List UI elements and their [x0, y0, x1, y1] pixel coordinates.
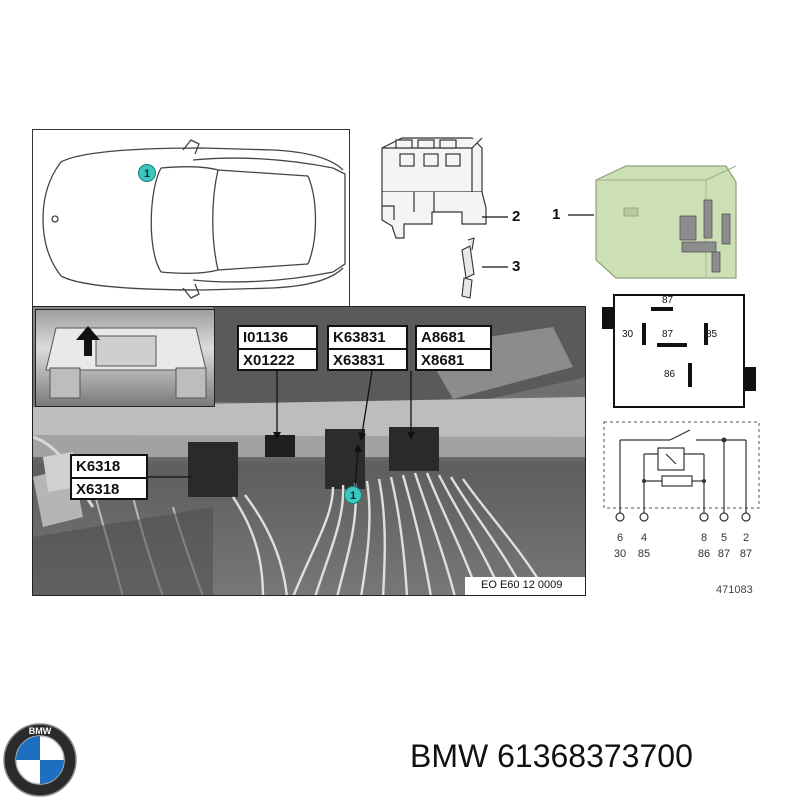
label-line: I01136 [243, 329, 289, 346]
photo-texture [33, 307, 585, 595]
schematic-top-5: 5 [720, 532, 728, 544]
label-line: X63831 [329, 348, 406, 369]
relay-schematic: 6 4 8 5 2 30 85 86 87 87 [600, 418, 765, 570]
callout-1-relay: 1 [552, 206, 561, 223]
relay-pin-86: 86 [664, 369, 676, 380]
figure-number: 471083 [716, 584, 753, 596]
car-location-panel: 1 [32, 129, 350, 307]
label-line: A8681 [421, 329, 466, 346]
callout-line-relay [568, 214, 594, 216]
label-line: K63831 [333, 329, 386, 346]
engine-overview-inset [35, 309, 215, 407]
relay-socket-drawing [381, 137, 487, 299]
callout-3: 3 [512, 258, 521, 275]
location-marker-photo: 1 [344, 486, 362, 504]
schematic-bottom-87-a: 87 [717, 548, 731, 560]
relay-pin-87-top: 87 [662, 295, 674, 306]
relay-pin-85: 85 [706, 329, 718, 340]
svg-text:BMW: BMW [29, 726, 52, 736]
label-k63831-x63831: K63831 X63831 [327, 325, 408, 371]
label-k6318-x6318: K6318 X6318 [70, 454, 148, 500]
label-i01136-x01222: I01136 X01222 [237, 325, 318, 371]
label-line: X6318 [72, 477, 146, 498]
schematic-top-8: 8 [700, 532, 708, 544]
relay-pin-layout: 87 30 87 85 86 [600, 293, 760, 410]
part-caption: BMW 61368373700 [410, 738, 693, 774]
engine-bay-photo: EO E60 12 0009 [32, 306, 586, 596]
callout-2: 2 [512, 208, 521, 225]
arrow-up-icon [76, 326, 100, 356]
relay-pin-30: 30 [622, 329, 634, 340]
callout-lines-socket [482, 216, 508, 268]
schematic-bottom-85: 85 [637, 548, 651, 560]
label-line: X8681 [417, 348, 490, 369]
schematic-bottom-86: 86 [697, 548, 711, 560]
label-a8681-x8681: A8681 X8681 [415, 325, 492, 371]
location-marker-car: 1 [138, 164, 156, 182]
bmw-logo: BMW [2, 722, 78, 798]
bmw-roundel-icon: BMW [3, 723, 77, 797]
schematic-top-6: 6 [616, 532, 624, 544]
relay-pin-87-mid: 87 [662, 329, 674, 340]
car-outline-drawing [42, 139, 346, 299]
schematic-bottom-30: 30 [613, 548, 627, 560]
label-line: X01222 [239, 348, 316, 369]
schematic-top-2: 2 [742, 532, 750, 544]
schematic-bottom-87-b: 87 [739, 548, 753, 560]
photo-code: EO E60 12 0009 [481, 579, 563, 591]
relay-component [595, 165, 737, 279]
label-line: K6318 [76, 458, 121, 475]
schematic-top-4: 4 [640, 532, 648, 544]
